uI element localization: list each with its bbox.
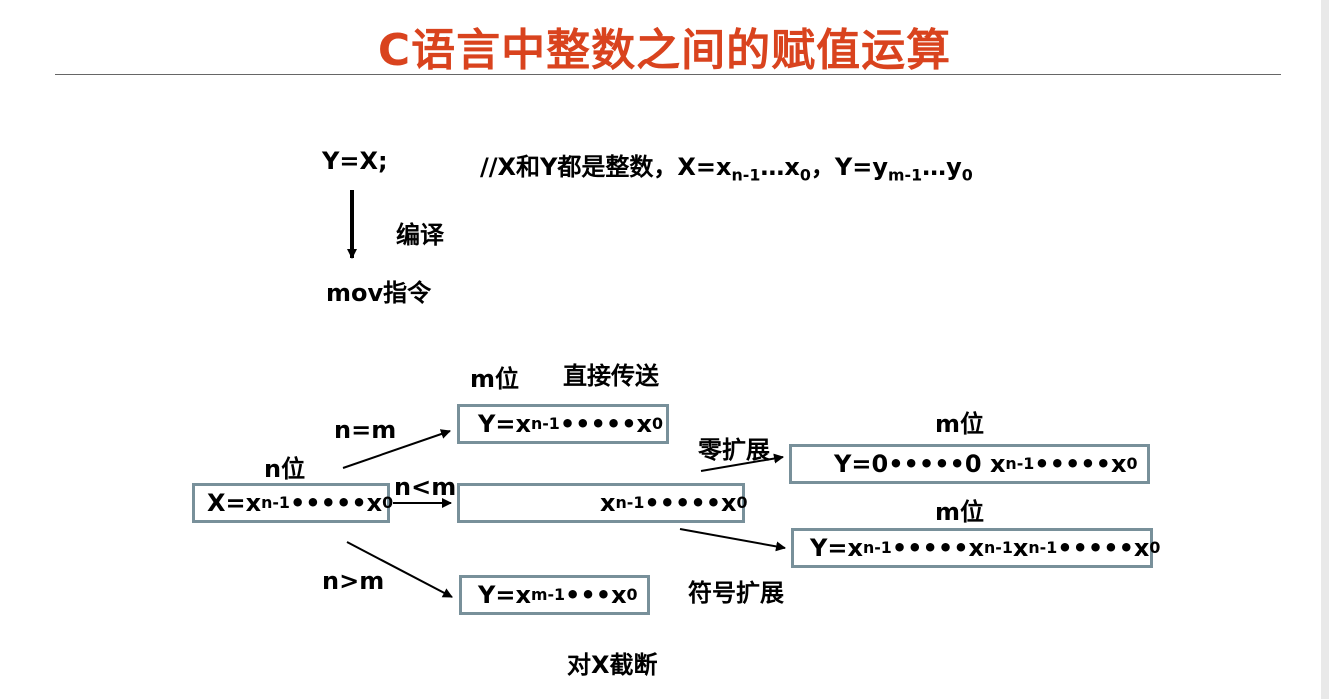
sign-extend-width-label: m位: [935, 498, 985, 526]
cond-n-greater-m: n>m: [322, 567, 385, 595]
equal-width-label: m位: [470, 365, 520, 393]
sign-extend-label: 符号扩展: [688, 579, 784, 607]
cond-n-equal-m: n=m: [334, 416, 397, 444]
compile-label: 编译: [396, 221, 444, 249]
truncate-label: 对X截断: [567, 651, 658, 679]
slide-edge: [1321, 0, 1329, 699]
cond-n-less-m: n<m: [394, 473, 457, 501]
arrow-n-greater-m: [346, 541, 453, 598]
slide-title: C语言中整数之间的赋值运算: [377, 25, 952, 76]
assignment-statement: Y=X;: [322, 147, 388, 175]
arrow-sign-extend: [679, 528, 786, 552]
direct-transfer-label: 直接传送: [563, 362, 659, 390]
arrow-n-equal-m: [342, 429, 451, 469]
mov-instruction-label: mov指令: [326, 279, 432, 307]
zero-extend-width-label: m位: [935, 410, 985, 438]
zero-extend-label: 零扩展: [698, 436, 770, 464]
statement-comment: //X和Y都是整数，X=xn-1…x0，Y=ym-1…y0: [480, 153, 973, 185]
source-width-label: n位: [264, 455, 306, 483]
title-rule: [55, 74, 1281, 75]
arrow-zero-extend: [700, 453, 784, 472]
